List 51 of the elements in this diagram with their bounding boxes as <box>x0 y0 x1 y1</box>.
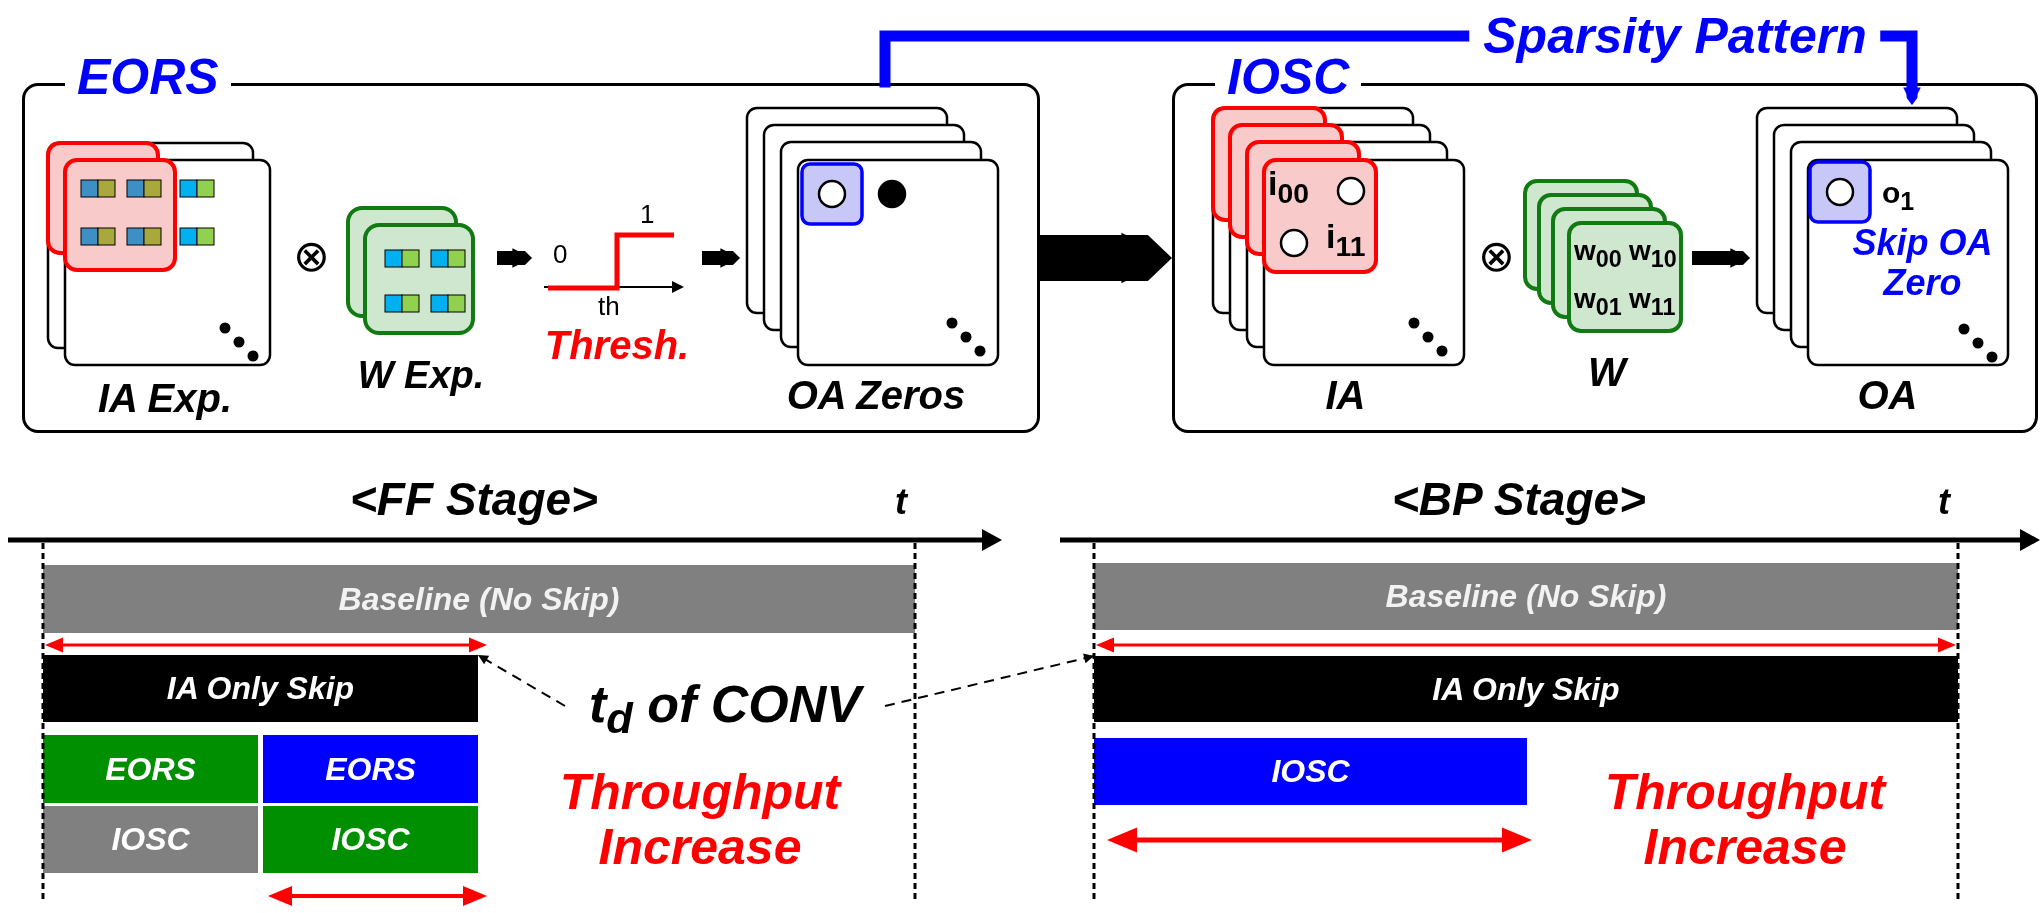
axis-label: t <box>1938 482 1950 522</box>
axis-value: th <box>598 292 620 321</box>
stack-label: Thresh. <box>543 323 691 367</box>
stage-title: <FF Stage> <box>350 474 598 525</box>
element-label: w$_{01}$ <box>1574 284 1622 321</box>
bar-label: EORS <box>105 750 196 788</box>
stack-label: W <box>1522 350 1692 394</box>
stack-label: OA <box>1856 373 1919 417</box>
element-label: w$_{10}$ <box>1629 236 1677 273</box>
bar-label: IOSC <box>1271 753 1350 790</box>
timing-bar <box>1094 738 1527 805</box>
bar-label: EORS <box>325 750 416 788</box>
stack-label: IA Exp. <box>96 376 234 420</box>
axis-label: t <box>895 482 907 522</box>
stack-label: W Exp. <box>356 355 486 397</box>
timing-bar <box>43 806 258 873</box>
arrow <box>497 248 532 268</box>
leader-line <box>477 654 566 707</box>
element-label: w$_{00}$ <box>1574 236 1622 273</box>
multiply-symbol: ⊗ <box>293 232 330 281</box>
bar-label: Baseline (No Skip) <box>1385 578 1667 615</box>
element-label: i$_{11}$ <box>1326 218 1366 262</box>
timing-bar <box>43 655 478 722</box>
axis-value: 0 <box>553 240 568 269</box>
element-label: i$_{00}$ <box>1268 165 1309 209</box>
annotation-text: t$_{d}$ of CONV <box>565 676 885 744</box>
leader-line <box>884 653 1095 707</box>
annotation-text: Throughput Increase <box>1603 765 1888 875</box>
annotation-text: Skip OA Zero <box>1851 223 1994 303</box>
timing-bar <box>1094 563 1958 630</box>
timing-bar <box>263 735 478 803</box>
bar-label: IOSC <box>331 821 410 858</box>
arrow <box>1692 248 1750 268</box>
timing-bar <box>43 735 258 803</box>
timing-bar <box>43 565 915 633</box>
timing-bar <box>1094 656 1958 722</box>
arrow <box>1040 232 1172 284</box>
timing-bar <box>263 806 478 873</box>
stage-title: <BP Stage> <box>1392 474 1646 525</box>
stack-label: IA <box>1324 373 1367 417</box>
bar-label: IOSC <box>111 821 190 858</box>
element-label: o$_{1}$ <box>1882 176 1915 216</box>
multiply-symbol: ⊗ <box>1478 232 1515 281</box>
annotation-text: Throughput Increase <box>558 765 843 875</box>
arrow <box>702 248 740 268</box>
axis-value: 1 <box>640 200 655 229</box>
bar-label: IA Only Skip <box>166 670 355 707</box>
element-label: w$_{11}$ <box>1629 284 1676 321</box>
bar-label: Baseline (No Skip) <box>338 580 620 618</box>
stack-label: OA Zeros <box>785 373 967 417</box>
bar-label: IA Only Skip <box>1432 670 1620 708</box>
